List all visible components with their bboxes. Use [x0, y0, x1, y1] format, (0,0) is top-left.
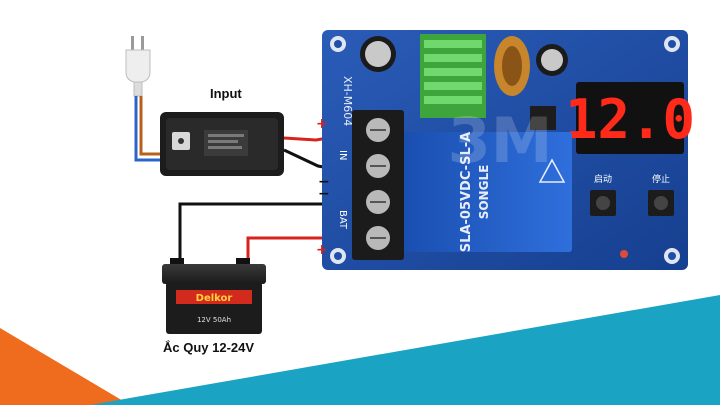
- relay: SONGLE SLA-05VDC-SL-A: [404, 132, 572, 252]
- relay-brand: SONGLE: [477, 165, 491, 220]
- terminal-in-label: IN: [337, 150, 348, 160]
- display-value: 12.0: [565, 88, 695, 151]
- charge-controller-board: 12.0 启动 停止 SONGLE SLA-05VDC-SL-A XH-M604: [322, 30, 695, 270]
- relay-model: SLA-05VDC-SL-A: [459, 132, 474, 252]
- svg-text:−: −: [318, 174, 330, 190]
- model-label: XH-M604: [341, 76, 354, 126]
- battery-wire-red: [246, 236, 340, 262]
- terminal-block: [352, 110, 404, 260]
- polarity-markers: + − − +: [316, 116, 330, 258]
- battery-spec: 12V 50Ah: [197, 316, 231, 324]
- battery-wire-black: [178, 202, 340, 262]
- battery-label: Ắc Quy 12-24V: [163, 340, 255, 355]
- battery-brand: Delkor: [196, 293, 233, 304]
- svg-text:−: −: [318, 186, 330, 202]
- power-plug-icon: [125, 36, 151, 97]
- watermark: 3M: [448, 104, 553, 177]
- input-label: Input: [210, 86, 242, 101]
- mains-cable-orange: [139, 96, 160, 156]
- orange-band: [0, 328, 130, 405]
- svg-text:+: +: [316, 116, 328, 132]
- power-adapter: [160, 112, 284, 176]
- mains-cable-blue: [134, 96, 160, 162]
- inductor-coil: [494, 36, 530, 96]
- heatsink: [420, 34, 486, 118]
- status-led: [620, 250, 628, 258]
- seven-segment-display: 12.0: [565, 82, 695, 154]
- svg-text:+: +: [316, 242, 328, 258]
- stop-label: 停止: [652, 173, 670, 185]
- battery: Delkor 12V 50Ah: [162, 258, 266, 334]
- terminal-bat-label: BAT: [337, 210, 348, 230]
- start-label: 启动: [594, 173, 612, 185]
- teal-band: [90, 295, 720, 405]
